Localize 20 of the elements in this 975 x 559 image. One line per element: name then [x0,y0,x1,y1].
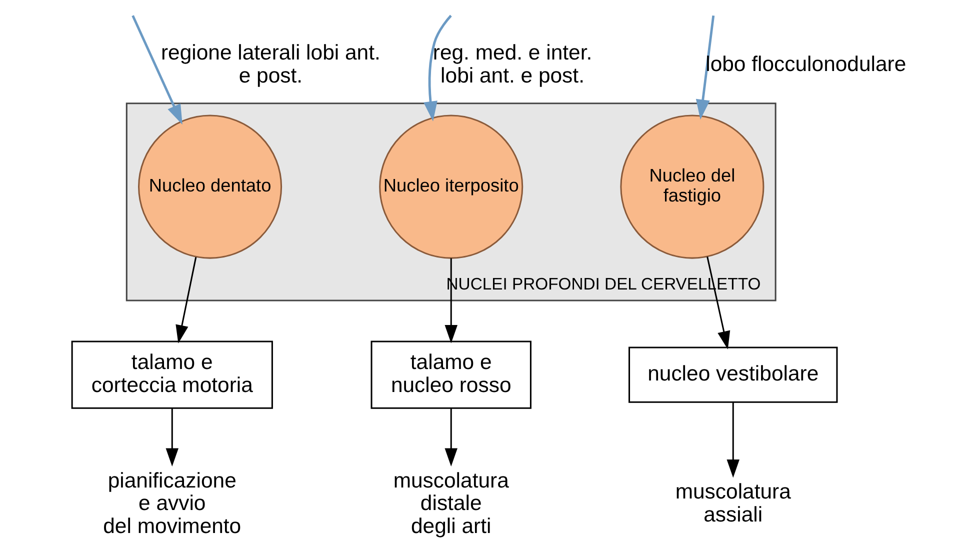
node-text: muscolatura distale degli arti [393,469,509,538]
node-box: nucleo vestibolare [628,346,838,403]
arrow [132,15,182,125]
node-circle: Nucleo dentato [138,114,282,259]
node-box: talamo e corteccia motoria [71,340,273,409]
arrow [166,408,178,466]
arrow [726,402,740,478]
arrow [176,257,197,344]
node-text: pianificazione e avvio del movimento [103,469,242,538]
edge-label: regione laterali lobi ant. e post. [160,42,380,88]
node-circle: Nucleo iterposito [379,114,524,259]
node-text: muscolatura assiali [675,480,791,526]
node-circle: Nucleo del fastigio [620,114,764,259]
node-box: talamo e nucleo rosso [370,340,532,409]
arrow [706,256,730,350]
arrow [696,15,715,120]
arrow [444,408,458,466]
edge-label: reg. med. e inter. lobi ant. e post. [432,42,592,88]
arrow [444,258,458,344]
arrow [424,14,452,122]
